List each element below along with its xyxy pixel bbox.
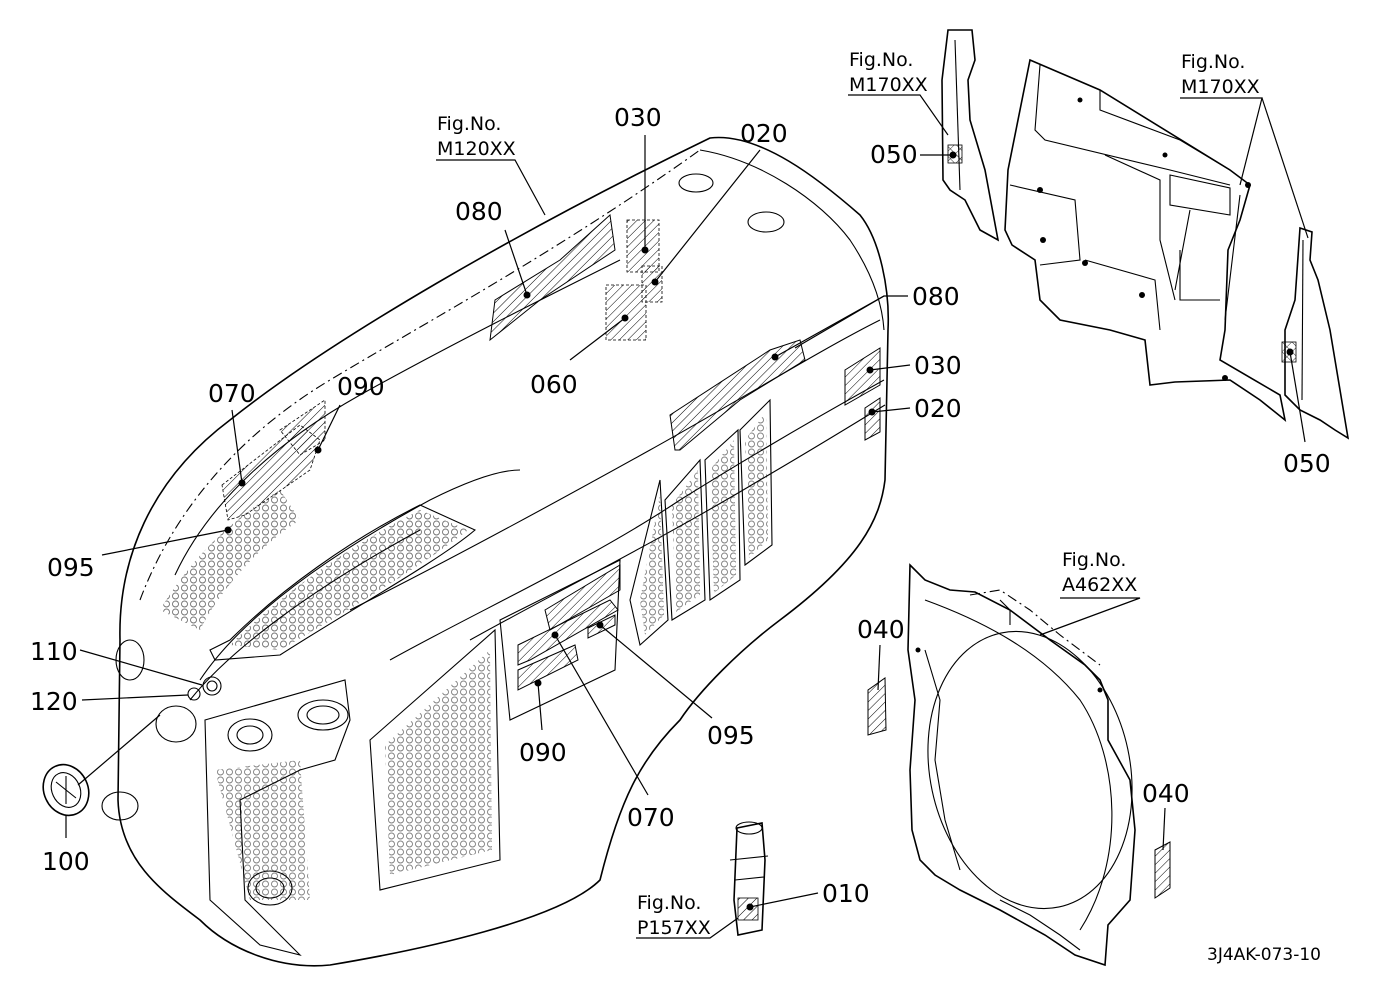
fig-ref-a462: Fig.No. A462XX (1062, 549, 1137, 596)
hood-assembly (101, 136, 890, 967)
svg-text:A462XX: A462XX (1062, 574, 1137, 596)
callout-050-left: 050 (870, 140, 918, 169)
decal-080-top (489, 214, 616, 342)
svg-text:Fig.No.: Fig.No. (849, 49, 913, 71)
svg-text:P157XX: P157XX (637, 917, 711, 939)
svg-text:Fig.No.: Fig.No. (1181, 51, 1245, 73)
callout-020-side: 020 (914, 394, 962, 423)
decal-040-right (1154, 841, 1171, 899)
callout-050-right: 050 (1283, 449, 1331, 478)
callout-120: 120 (30, 687, 78, 716)
callout-095-top: 095 (47, 553, 95, 582)
decal-070b-side (544, 564, 621, 631)
callout-095-side: 095 (707, 721, 755, 750)
svg-text:Fig.No.: Fig.No. (637, 892, 701, 914)
callout-040-right: 040 (1142, 779, 1190, 808)
emblem-parts (42, 676, 222, 817)
callout-040-left: 040 (857, 615, 905, 644)
callout-030-top: 030 (614, 103, 662, 132)
fuel-filter-part (729, 821, 769, 936)
radiator-frame (907, 563, 1136, 967)
decal-080-side (669, 339, 806, 451)
fig-ref-m120: Fig.No. M120XX (437, 113, 516, 160)
hood-decals (221, 214, 881, 691)
decal-060 (605, 284, 647, 341)
decal-040-left (867, 677, 887, 736)
svg-text:M170XX: M170XX (1181, 76, 1260, 98)
decal-030-top (626, 219, 660, 273)
callout-100: 100 (42, 847, 90, 876)
callout-020-top: 020 (740, 119, 788, 148)
svg-text:Fig.No.: Fig.No. (1062, 549, 1126, 571)
callout-090-top: 090 (337, 372, 385, 401)
callout-090-side: 090 (519, 738, 567, 767)
side-panel-right (1281, 226, 1350, 440)
decal-070-side (517, 599, 619, 666)
decal-020-top (641, 265, 663, 303)
svg-text:M170XX: M170XX (849, 74, 928, 96)
svg-text:M120XX: M120XX (437, 138, 516, 160)
callout-110: 110 (30, 637, 78, 666)
callout-010: 010 (822, 879, 870, 908)
decal-030-side (844, 347, 881, 406)
svg-text:Fig.No.: Fig.No. (437, 113, 501, 135)
callout-060: 060 (530, 370, 578, 399)
callout-030-side: 030 (914, 351, 962, 380)
drawing-code: 3J4AK-073-10 (1207, 945, 1321, 965)
callout-070-top: 070 (208, 379, 256, 408)
fig-ref-m170-right: Fig.No. M170XX (1181, 51, 1260, 98)
fig-ref-p157: Fig.No. P157XX (637, 892, 711, 939)
decal-090-side (517, 644, 579, 691)
callout-080-side: 080 (912, 282, 960, 311)
radiator-shroud-upper (1004, 58, 1287, 422)
leader-lines (65, 94, 1309, 939)
callout-080-top: 080 (455, 197, 503, 226)
callout-070-side: 070 (627, 803, 675, 832)
side-panel-left (941, 29, 1000, 242)
decal-020-side (864, 397, 881, 441)
fig-ref-m170-left: Fig.No. M170XX (849, 49, 928, 96)
decal-090-top (279, 399, 326, 456)
